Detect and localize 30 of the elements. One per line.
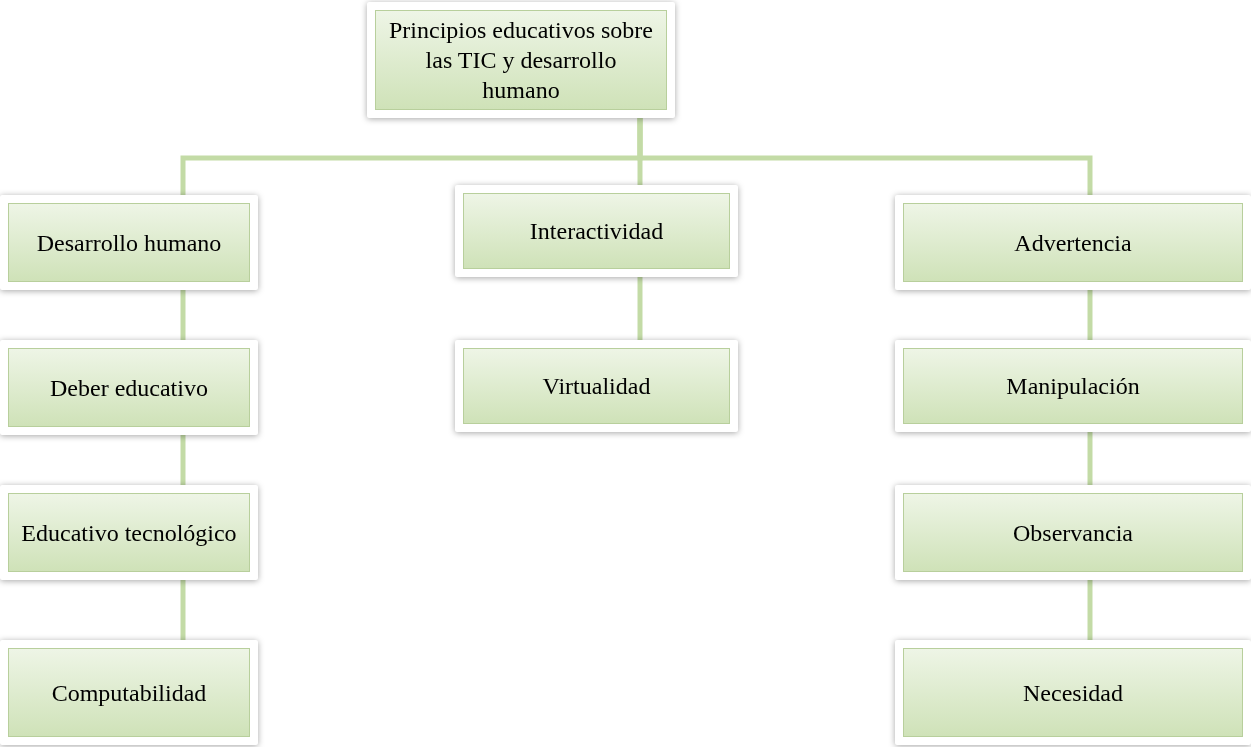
box-label: Educativo tecnológico [21,518,237,548]
box-label: Principios educativos sobre las TIC y desarrollo humano [388,16,654,105]
process-box [0,195,258,290]
process-box [0,640,258,745]
process-box [367,2,675,118]
connector-line [637,277,643,340]
process-box [0,485,258,580]
box-label: Manipulación [1006,372,1140,401]
connector-line [1087,290,1093,340]
connector-line [1087,432,1093,485]
process-box [895,485,1251,580]
box-label: Observancia [1013,518,1133,548]
box-label: Computabilidad [51,678,207,708]
process-box [0,340,258,435]
connector-line [1087,580,1093,640]
box-label: Desarrollo humano [36,228,222,258]
connector-line [637,118,1093,195]
process-box [895,640,1251,745]
box-label: Necesidad [1023,678,1123,708]
process-box [455,340,738,432]
process-box [895,340,1251,432]
box-label: Deber educativo [50,373,208,403]
process-box [455,185,738,277]
box-label: Advertencia [1014,228,1132,258]
connector-line [180,435,186,485]
box-label: Virtualidad [542,372,651,401]
connector-line [180,290,186,340]
connector-line [180,580,186,640]
process-box [895,195,1251,290]
box-label: Interactividad [529,217,664,246]
